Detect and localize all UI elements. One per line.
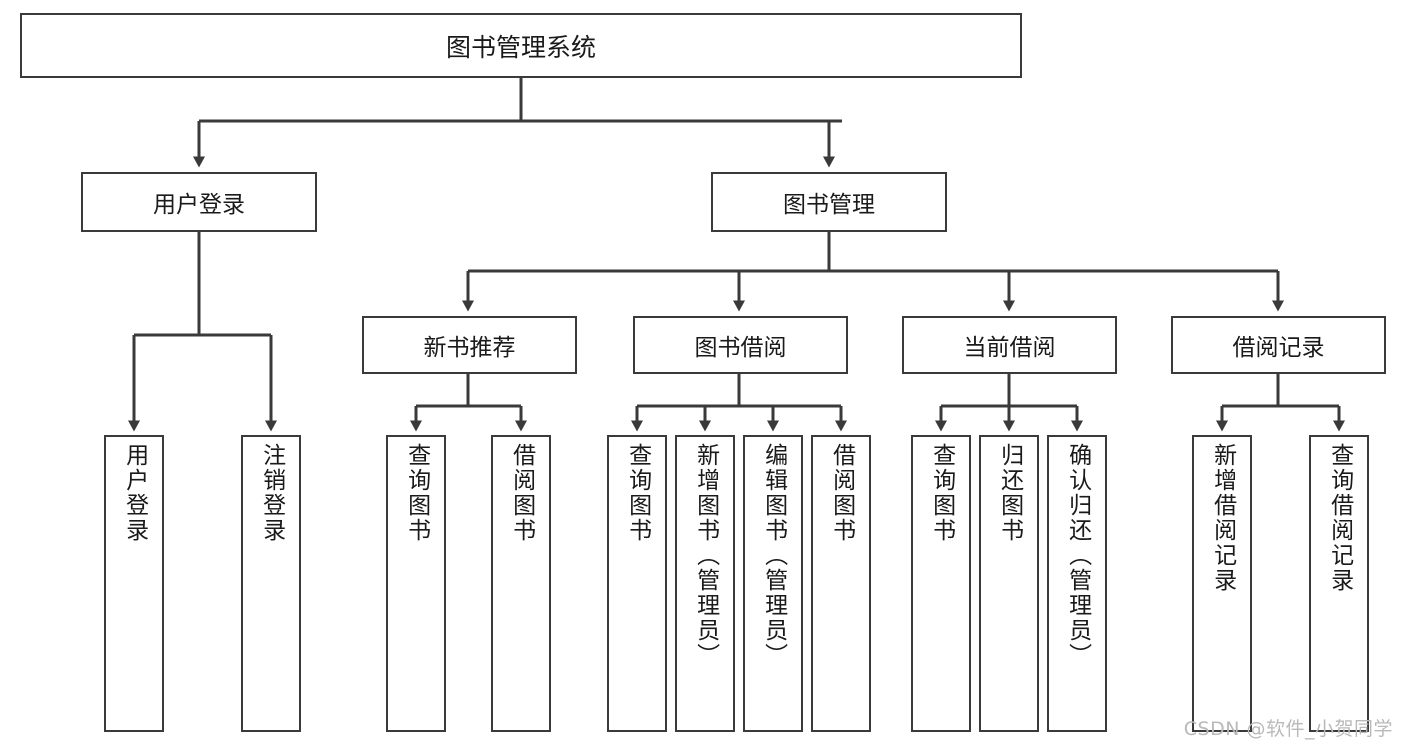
node-root[interactable]: 图书管理系统 xyxy=(20,13,1022,78)
node-new-book-recommend[interactable]: 新书推荐 xyxy=(362,316,577,374)
leaf-label: 编辑图书（管理员） xyxy=(760,443,787,668)
node-book-management-label: 图书管理 xyxy=(783,192,875,218)
leaf-label: 查询图书 xyxy=(403,443,430,543)
leaf-user-login-logout[interactable]: 注销登录 xyxy=(241,435,301,732)
node-book-borrow-label: 图书借阅 xyxy=(694,335,787,361)
leaf-borrow-add-book[interactable]: 新增图书（管理员） xyxy=(675,435,735,732)
leaf-borrow-edit-book[interactable]: 编辑图书（管理员） xyxy=(743,435,803,732)
node-root-label: 图书管理系统 xyxy=(445,32,596,62)
leaf-label: 归还图书 xyxy=(996,443,1023,543)
leaf-new-book-query[interactable]: 查询图书 xyxy=(386,435,446,732)
node-user-login[interactable]: 用户登录 xyxy=(81,172,317,232)
leaf-label: 查询图书 xyxy=(928,443,955,543)
node-current-borrow[interactable]: 当前借阅 xyxy=(902,316,1117,374)
node-current-borrow-label: 当前借阅 xyxy=(963,335,1056,361)
leaf-label: 借阅图书 xyxy=(828,443,855,543)
leaf-current-query-book[interactable]: 查询图书 xyxy=(911,435,971,732)
leaf-label: 新增借阅记录 xyxy=(1209,443,1236,593)
leaf-record-query[interactable]: 查询借阅记录 xyxy=(1309,435,1369,732)
leaf-new-book-borrow[interactable]: 借阅图书 xyxy=(491,435,551,732)
leaf-borrow-query-book[interactable]: 查询图书 xyxy=(607,435,667,732)
leaf-current-confirm-return[interactable]: 确认归还（管理员） xyxy=(1047,435,1107,732)
leaf-label: 注销登录 xyxy=(258,443,285,543)
leaf-label: 查询图书 xyxy=(624,443,651,543)
leaf-label: 用户登录 xyxy=(121,443,148,543)
node-borrow-record-label: 借阅记录 xyxy=(1232,335,1325,361)
leaf-label: 新增图书（管理员） xyxy=(692,443,719,668)
watermark: CSDN @软件_小贺同学 xyxy=(1183,718,1393,740)
leaf-record-add[interactable]: 新增借阅记录 xyxy=(1192,435,1252,732)
node-borrow-record[interactable]: 借阅记录 xyxy=(1171,316,1386,374)
node-new-book-recommend-label: 新书推荐 xyxy=(423,335,516,361)
leaf-label: 借阅图书 xyxy=(508,443,535,543)
leaf-label: 确认归还（管理员） xyxy=(1064,443,1091,668)
leaf-user-login-login[interactable]: 用户登录 xyxy=(104,435,164,732)
node-user-login-label: 用户登录 xyxy=(153,192,245,218)
node-book-management[interactable]: 图书管理 xyxy=(711,172,947,232)
leaf-label: 查询借阅记录 xyxy=(1326,443,1353,593)
leaf-borrow-borrow-book[interactable]: 借阅图书 xyxy=(811,435,871,732)
node-book-borrow[interactable]: 图书借阅 xyxy=(633,316,848,374)
leaf-current-return-book[interactable]: 归还图书 xyxy=(979,435,1039,732)
